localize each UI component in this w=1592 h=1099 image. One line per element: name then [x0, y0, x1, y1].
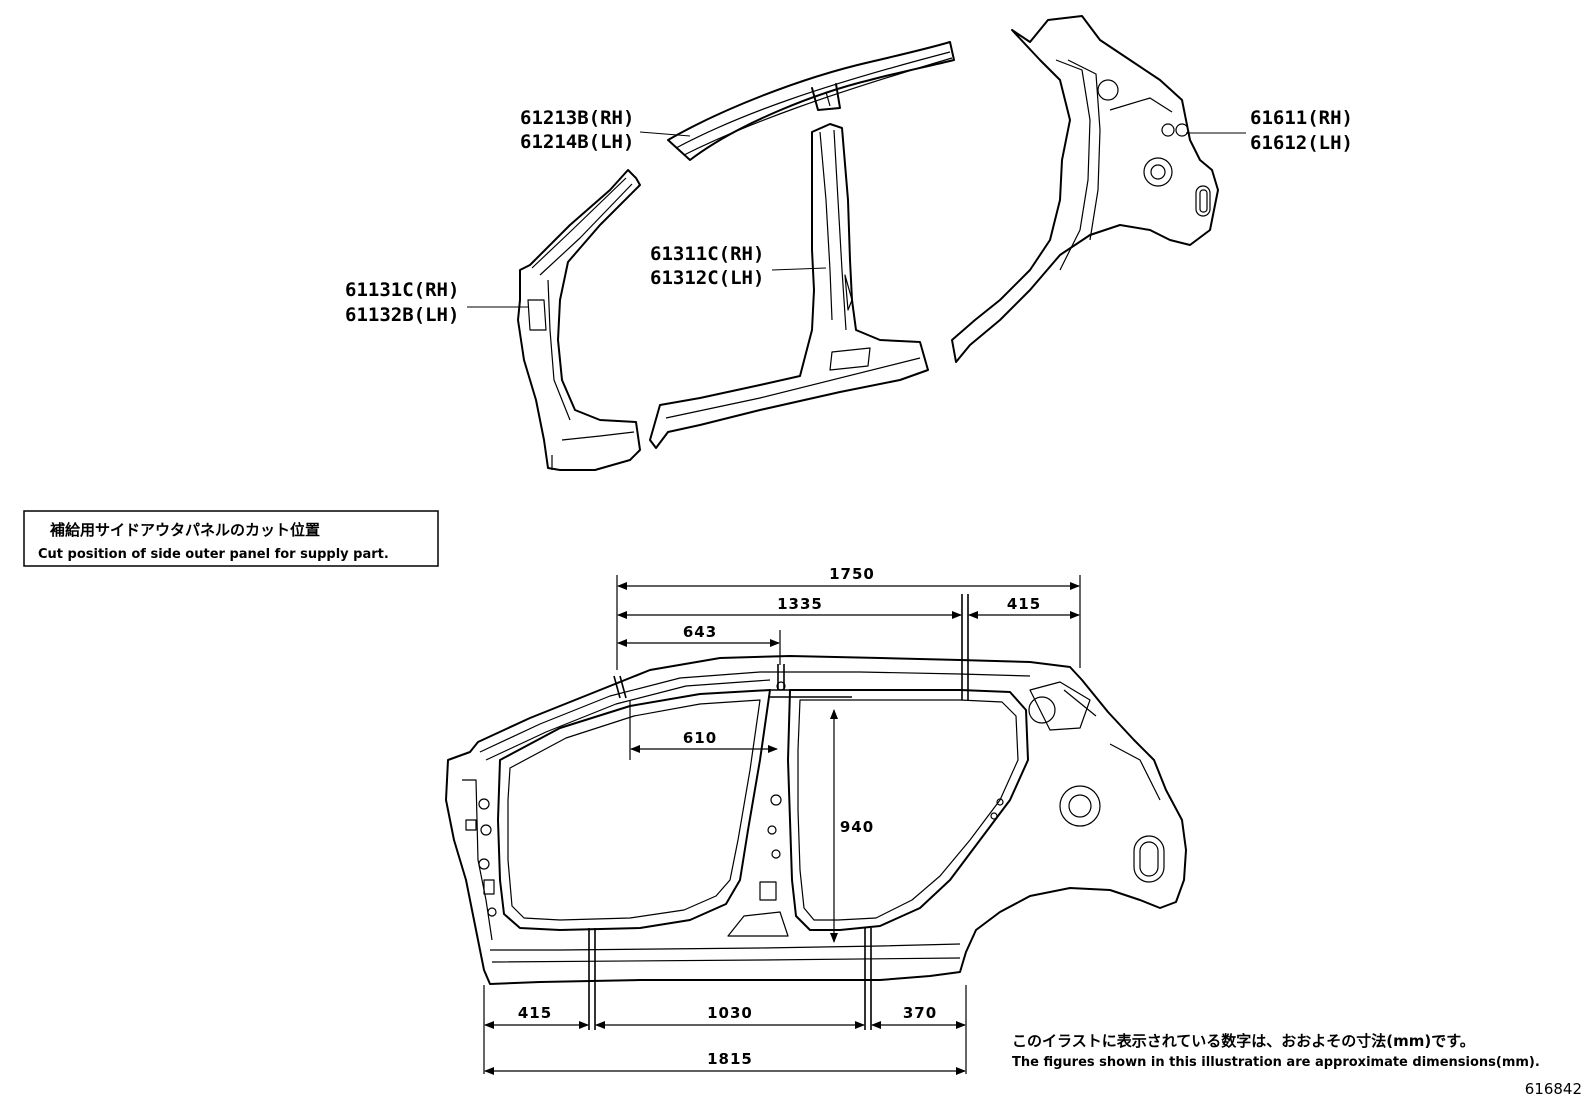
roof-rail-lh-number: 61214B(LH): [520, 131, 634, 153]
roof-rail-part: [667, 41, 955, 161]
dim-610: 610: [683, 729, 717, 747]
cut-position-title-en: Cut position of side outer panel for sup…: [38, 547, 389, 562]
roof-rail-label: 61213B(RH) 61214B(LH): [520, 107, 691, 153]
footnote: このイラストに表示されている数字は、おおよその寸法(mm)です。 The fig…: [1012, 1032, 1540, 1070]
cut-marks: [588, 594, 969, 1030]
front-pillar-lh-number: 61132B(LH): [345, 304, 459, 326]
dim-643: 643: [683, 623, 717, 641]
footnote-jp: このイラストに表示されている数字は、おおよその寸法(mm)です。: [1012, 1032, 1475, 1050]
dim-415-bottom: 415: [518, 1004, 552, 1022]
center-pillar-part: [649, 123, 929, 449]
extension-lines: [483, 575, 1081, 1074]
figure-code: 616842: [1525, 1080, 1582, 1098]
quarter-panel-label: 61611(RH) 61612(LH): [1186, 107, 1353, 154]
roof-rail-rh-number: 61213B(RH): [520, 107, 634, 129]
cut-position-title-jp: 補給用サイドアウタパネルのカット位置: [49, 521, 320, 539]
dim-370: 370: [903, 1004, 937, 1022]
dim-415-top: 415: [1007, 595, 1041, 613]
dimension-lines: [484, 582, 1080, 1075]
quarter-panel-rh-number: 61611(RH): [1250, 107, 1353, 129]
dim-1815: 1815: [707, 1050, 753, 1068]
dim-1750: 1750: [829, 565, 875, 583]
front-pillar-rh-number: 61131C(RH): [345, 279, 459, 301]
dim-940: 940: [840, 818, 874, 836]
side-outer-panel: [445, 655, 1187, 985]
front-pillar-label: 61131C(RH) 61132B(LH): [345, 279, 528, 326]
center-pillar-lh-number: 61312C(LH): [650, 267, 764, 289]
cut-position-box: 補給用サイドアウタパネルのカット位置 Cut position of side …: [23, 510, 439, 567]
center-pillar-label: 61311C(RH) 61312C(LH): [650, 243, 827, 289]
dimension-values: 1750 1335 415 643 610 940 415 1030 370 1…: [518, 565, 1041, 1068]
quarter-panel-lh-number: 61612(LH): [1250, 132, 1353, 154]
front-pillar-part: [517, 169, 641, 471]
quarter-panel-part: [951, 15, 1219, 363]
dim-1030: 1030: [707, 1004, 753, 1022]
dim-1335: 1335: [777, 595, 823, 613]
center-pillar-rh-number: 61311C(RH): [650, 243, 764, 265]
footnote-en: The figures shown in this illustration a…: [1012, 1055, 1540, 1070]
